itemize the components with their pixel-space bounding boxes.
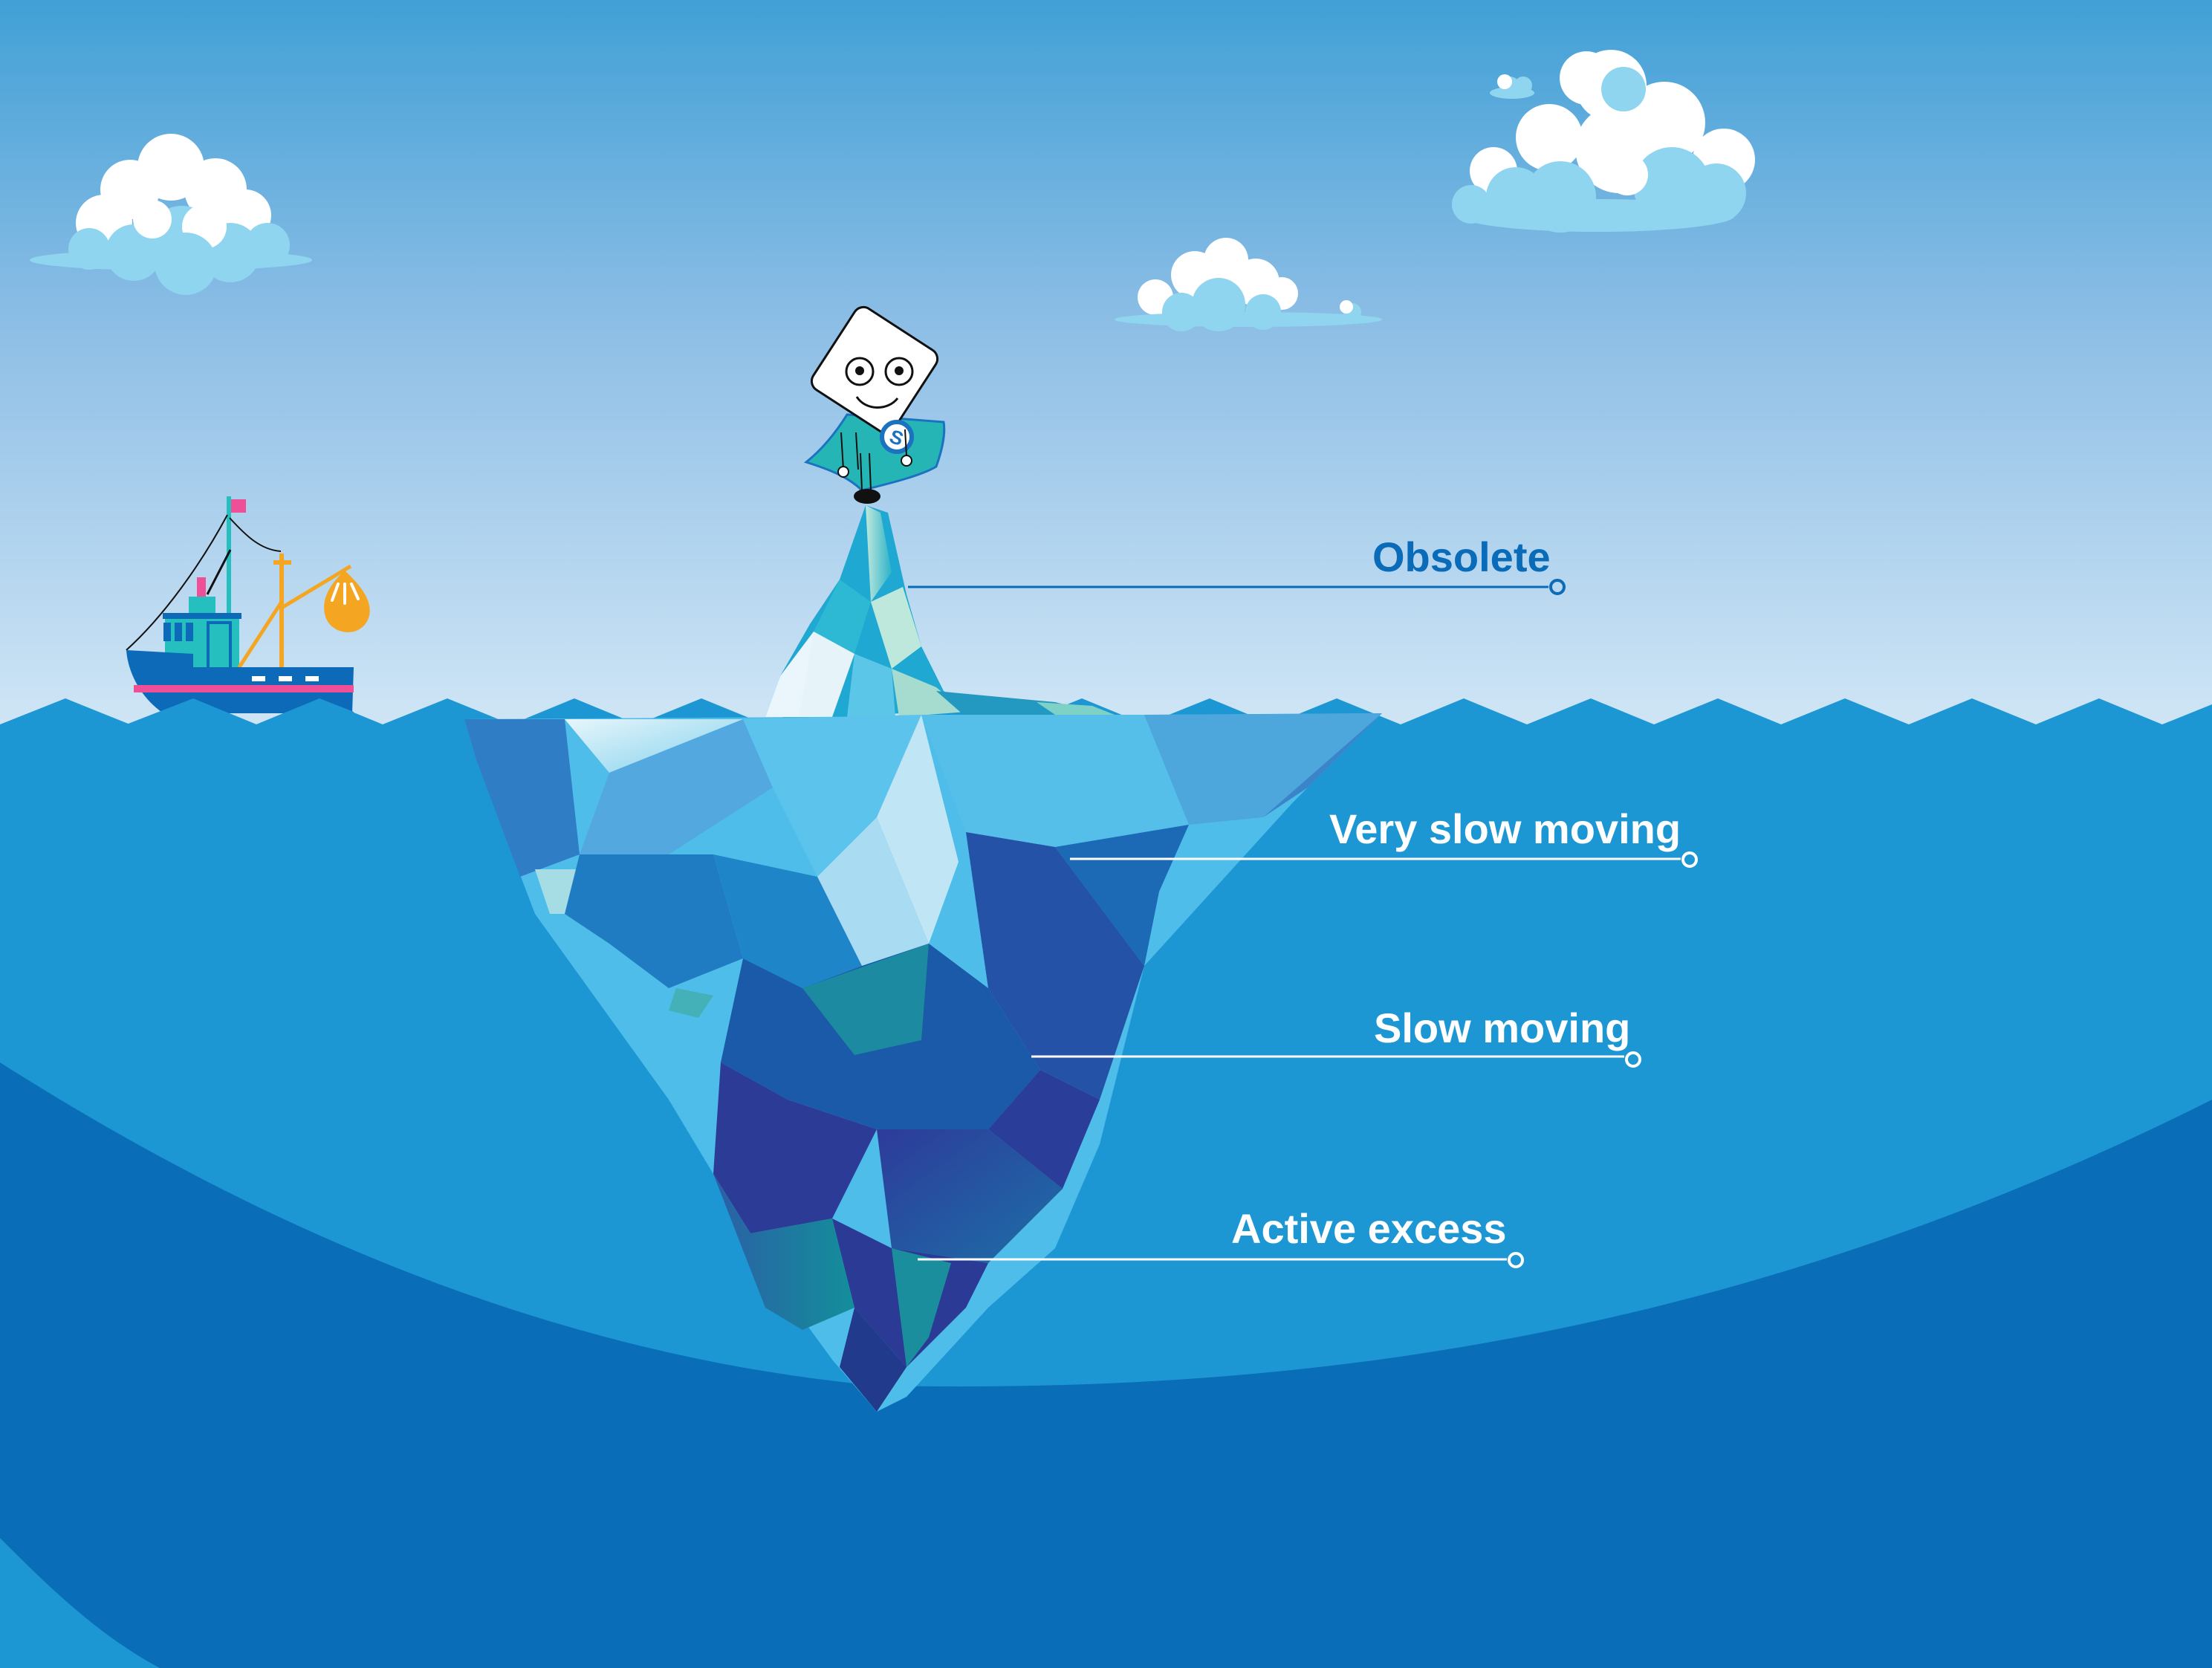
cloud-middle — [1115, 238, 1382, 331]
label-very-slow-moving: Very slow moving — [1329, 805, 1681, 852]
fishing-boat — [126, 496, 370, 736]
mascot-character: S — [803, 305, 946, 504]
deep-water — [0, 1062, 2212, 1668]
flag-icon — [231, 499, 246, 513]
leader-dot-icon — [1549, 579, 1566, 595]
leader-line-slow-moving — [1031, 1051, 1641, 1068]
label-slow-moving: Slow moving — [1374, 1005, 1631, 1051]
leader-line-active-excess — [918, 1252, 1524, 1268]
shoes-icon — [854, 489, 880, 504]
deep-water-corner-highlight — [0, 1538, 160, 1668]
iceberg-tip — [765, 505, 1115, 717]
cloud-top-left — [30, 134, 312, 295]
leader-line-very-slow-moving — [1070, 851, 1698, 868]
leader-dot-icon — [1681, 851, 1698, 868]
leader-dot-icon — [1508, 1252, 1524, 1268]
label-active-excess: Active excess — [1231, 1205, 1507, 1252]
sky-background — [0, 0, 2212, 743]
cloud-top-right — [1452, 50, 1755, 233]
smile-icon — [855, 396, 899, 409]
leader-dot-icon — [1625, 1051, 1641, 1068]
label-obsolete: Obsolete — [1372, 533, 1551, 580]
badge-icon — [880, 420, 914, 454]
iceberg-underwater — [464, 713, 1382, 1412]
leader-line-obsolete — [908, 579, 1566, 595]
